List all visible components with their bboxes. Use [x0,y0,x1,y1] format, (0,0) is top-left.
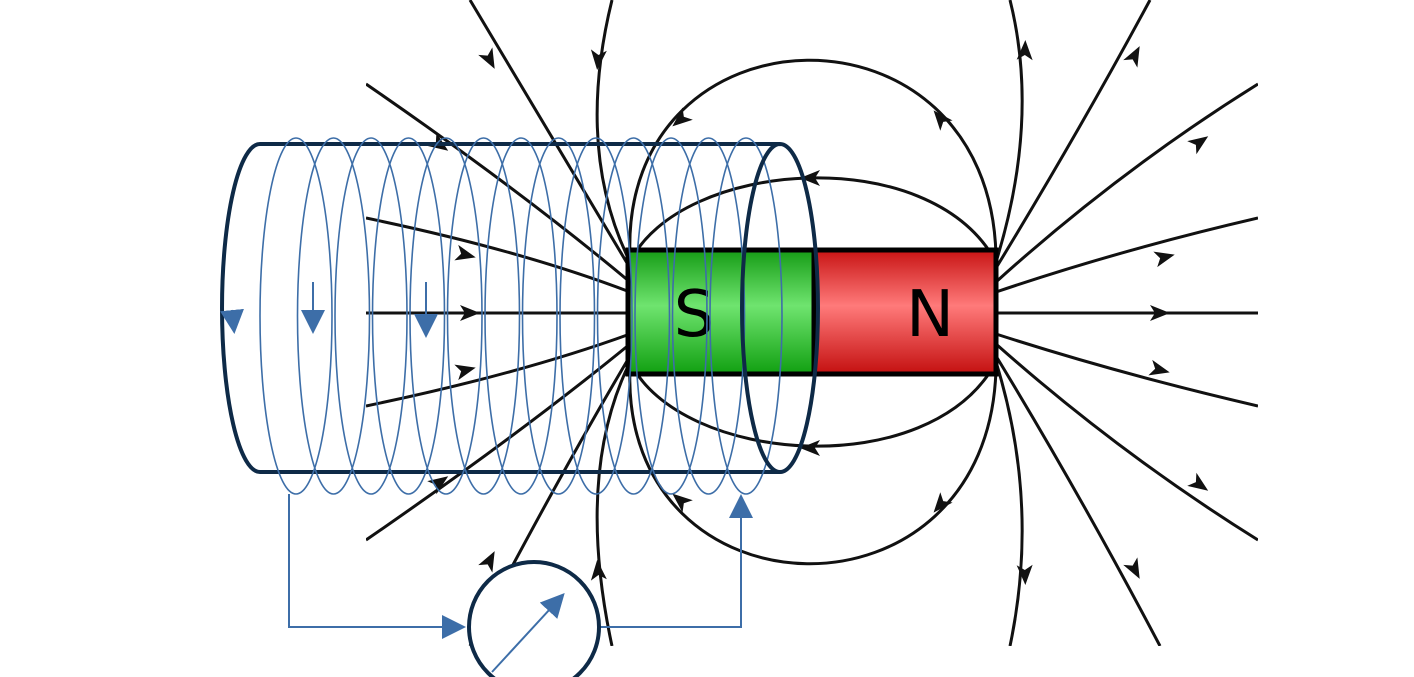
field-line [366,332,631,408]
current-arrows [220,282,438,338]
coil-turn [596,137,671,495]
solenoid-right-end [740,142,820,475]
coil-turn [296,137,371,495]
arrow-icon [1123,557,1140,579]
arrow-icon [1148,359,1170,376]
coil-turn [334,137,408,495]
coil-turn [446,137,521,495]
coil-turn [371,137,446,495]
field-line [995,342,1258,542]
arrow-icon [478,551,495,573]
north-pole-label: N [906,278,954,352]
arrow-icon [460,305,480,321]
bar-magnet: S N [625,247,999,377]
arrow-icon [1150,305,1170,321]
arrow-icon [454,244,476,261]
arrow-icon [800,170,820,186]
arrow-icon [1016,40,1033,61]
arrow-icon [1016,564,1033,585]
arrow-icon [672,493,693,513]
field-line [994,355,1162,646]
north-pole [811,247,999,377]
field-line [995,332,1258,408]
arrow-icon [800,440,820,456]
field-line [994,0,1024,263]
field-line [628,367,998,566]
field-line [595,0,632,263]
field-line [468,0,632,269]
coil-turn [484,137,558,495]
coil-turn [634,137,708,495]
arrow-icon [590,49,607,70]
south-pole-label: S [674,278,715,352]
external-circuit [288,494,753,677]
coil-turn [671,137,746,495]
south-pole [625,247,817,377]
arrow-icon [672,107,693,127]
galvanometer-icon [467,560,601,677]
field-line [628,58,998,257]
coil-turn [521,137,596,495]
arrow-icon [933,110,953,131]
coil-turn [259,137,333,495]
wire-left [288,494,466,639]
wire-right [598,494,753,628]
field-line [366,216,631,294]
solenoid-body [220,142,780,474]
solenoid-left-end [220,142,261,474]
arrow-icon [220,308,244,334]
field-line [994,0,1152,269]
coil-turn [559,137,633,495]
field-line [995,216,1258,294]
field-line [994,361,1024,646]
arrow-icon [478,47,495,69]
arrow-icon [1187,472,1209,491]
coil-windings [259,137,783,495]
arrow-icon [590,560,607,581]
arrow-icon [1123,46,1140,68]
field-lines [366,0,1258,646]
field-line [595,361,632,646]
field-line [366,82,631,284]
arrow-icon [933,492,953,513]
arrow-icon [1187,136,1209,155]
arrow-icon [454,364,476,381]
arrow-icon [1153,251,1175,268]
coil-turn [409,137,483,495]
field-line [994,82,1258,284]
